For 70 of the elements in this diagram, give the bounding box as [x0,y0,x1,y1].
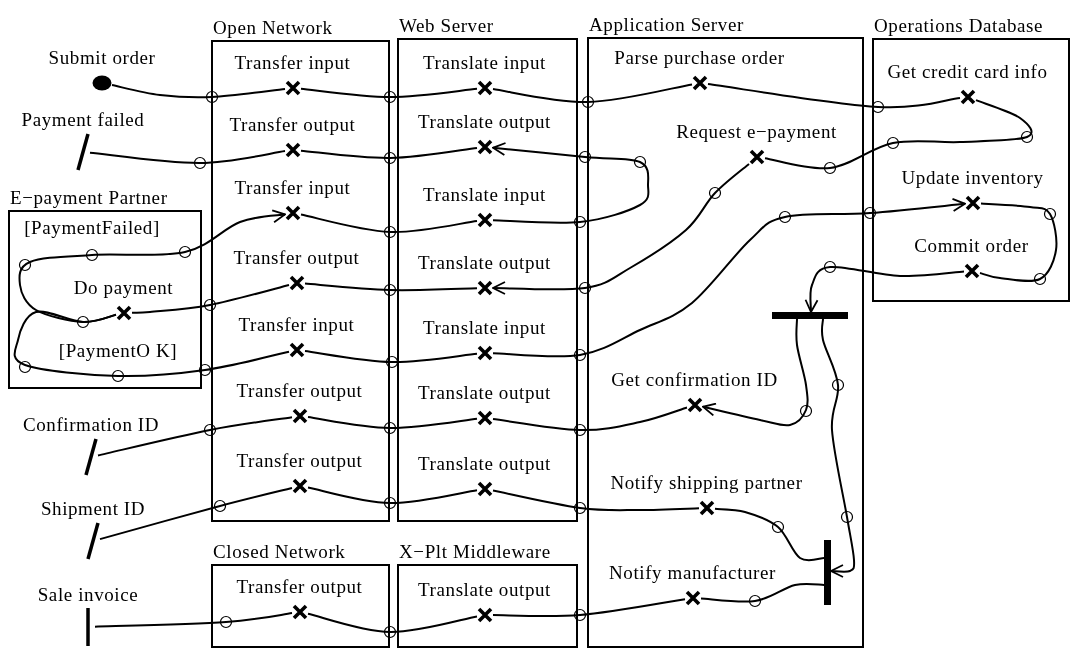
component-title: X−Plt Middleware [399,541,551,563]
responsibility-label: Notify manufacturer [609,561,776,584]
path-line [764,99,1033,170]
component-title: E−payment Partner [10,187,168,209]
endpoint-label: Shipment ID [40,498,146,520]
arrow [18,209,286,324]
responsibility-label: Get confirmation ID [611,368,778,391]
responsibility-label: Request e−payment [676,120,837,143]
path-line [13,310,290,378]
path-line [979,202,1058,283]
path-line [304,350,478,363]
path-line [307,416,478,429]
path-line [111,84,286,99]
responsibility-label: Translate output [418,381,551,404]
responsibility-label: Translate input [423,51,546,74]
responsibility-label: Notify shipping partner [610,471,803,494]
path-line [714,507,825,562]
arrow [492,162,750,296]
responsibility-label: Transfer output [229,113,356,136]
path-line [307,612,478,633]
arrow [492,198,966,358]
responsibility-label: Transfer output [233,246,360,269]
path-line [492,598,686,618]
component-title: Open Network [213,17,333,39]
path-line [492,489,700,512]
responsibility-label: Translate input [423,183,546,206]
responsibility-label: Commit order [914,234,1029,257]
responsibility-label: Translate output [418,251,551,274]
endpoint-label: Sale invoice [37,584,139,606]
path-line [99,487,293,541]
arrow [492,142,650,224]
responsibility-label: Transfer output [236,379,363,402]
arrow [804,265,965,313]
responsibility-label: Translate input [423,316,546,339]
responsibility-label: Transfer input [234,51,351,74]
path-line [300,87,478,98]
responsibility-label: Translate output [418,452,551,475]
path-line [700,582,825,603]
endpoint-label: Confirmation ID [22,414,160,436]
path-line [304,282,478,292]
responsibility-label: Update inventory [901,166,1044,189]
bar-symbol [771,311,848,319]
responsibility-label: Transfer output [236,575,363,598]
component-title: Operations Database [874,15,1044,37]
arrow [820,318,856,579]
path-line [307,486,478,504]
path-line [89,150,286,164]
responsibility-label: Transfer output [236,449,363,472]
path-line [492,406,688,431]
responsibility-label: Do payment [73,276,174,299]
component-title: Application Server [589,14,744,36]
arrow [702,318,809,427]
bar-symbol [823,539,831,605]
responsibility-label: Transfer input [238,313,355,336]
responsibility-label: Parse purchase order [614,46,785,69]
responsibility-label: Transfer input [234,176,351,199]
path-line [94,612,293,628]
responsibility-label: Get credit card info [887,60,1048,83]
component-title: Web Server [399,15,494,37]
path-line [300,146,478,159]
endpoint-label: Payment failed [21,109,145,131]
path-line [492,83,693,103]
responsibility-label: Translate output [418,578,551,601]
path-line [97,416,293,457]
responsibility-label: Translate output [418,110,551,133]
path-line [131,284,290,314]
endpoint-label: Submit order [48,47,156,69]
component-title: Closed Network [213,541,346,563]
path-line [707,83,961,109]
path-line [300,213,478,234]
